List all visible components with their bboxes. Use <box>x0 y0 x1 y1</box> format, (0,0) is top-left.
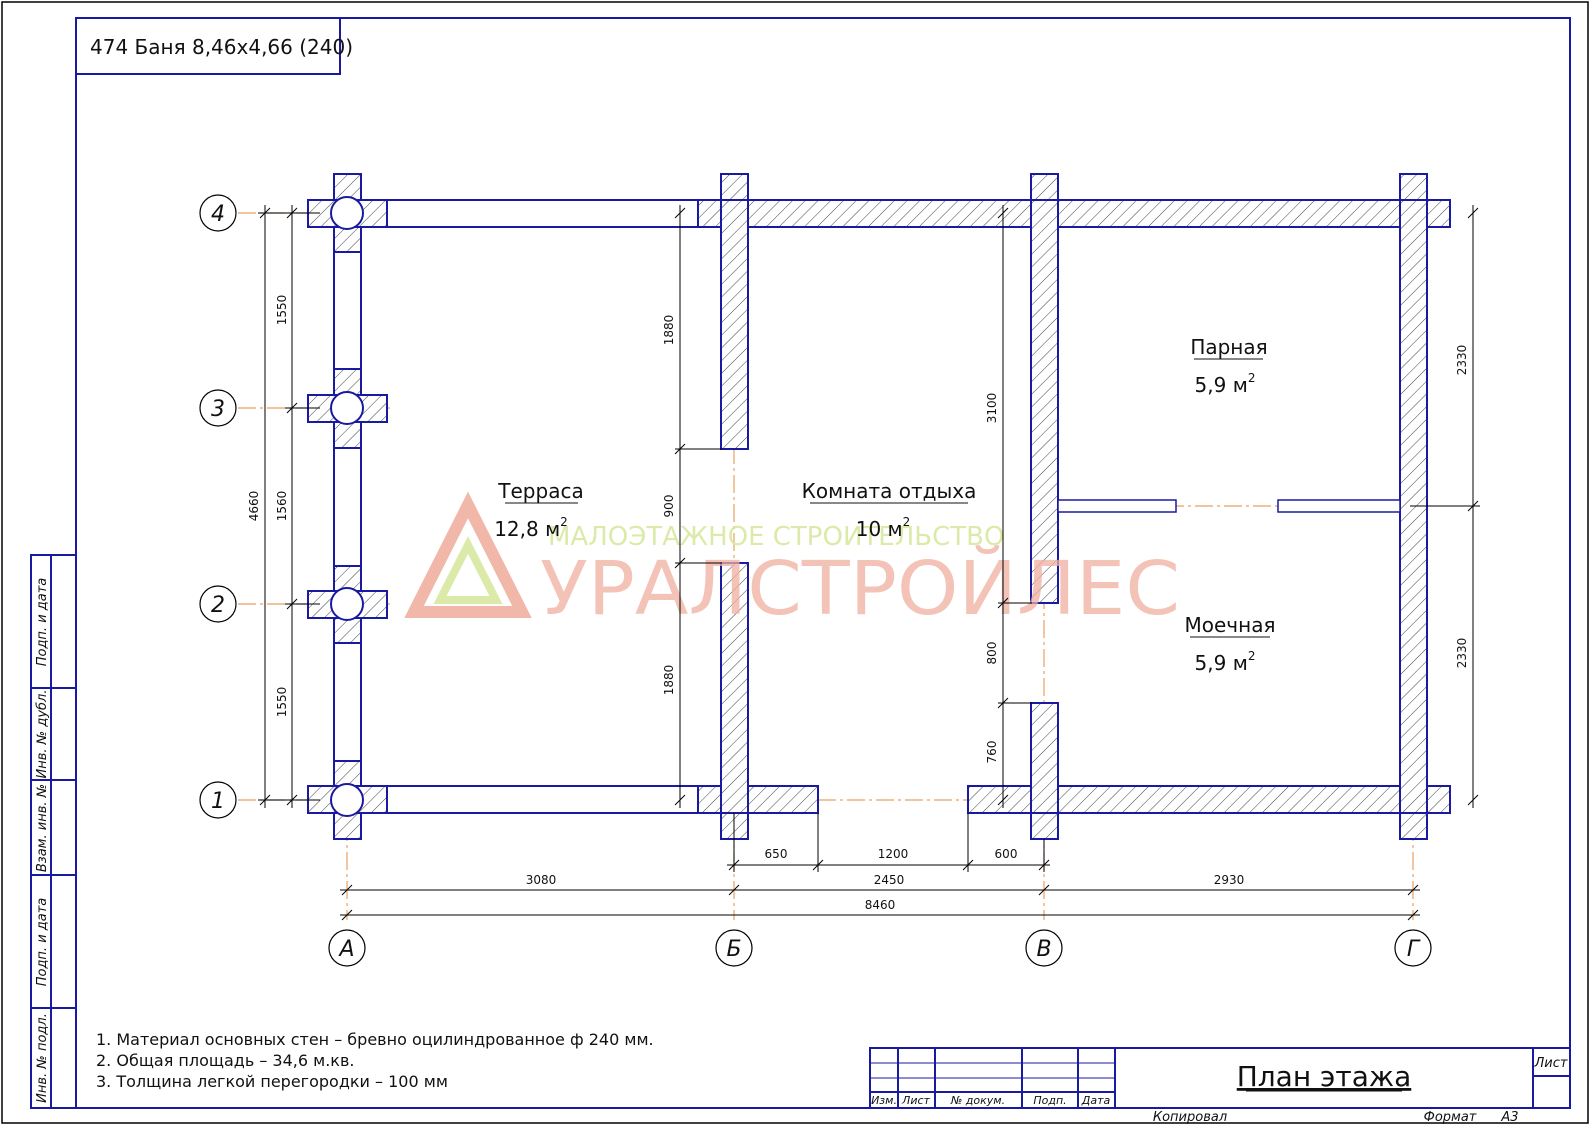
copied-label: Копировал <box>1153 1110 1227 1125</box>
stamp-label-inv-orig: Инв. № подл. <box>35 1013 50 1103</box>
light-partition <box>1057 499 1401 513</box>
dim-bottom-2450: 2450 <box>874 873 905 887</box>
axis-label-b: Б <box>726 937 741 962</box>
axis-label-1: 1 <box>211 789 225 814</box>
watermark-logo <box>404 491 532 618</box>
dim-bottom-2930: 2930 <box>1214 873 1245 887</box>
axis-label-3: 3 <box>211 397 225 422</box>
col-doc-no: № докум. <box>950 1094 1005 1107</box>
post-3 <box>307 368 388 449</box>
note-1: 1. Материал основных стен – бревно оцили… <box>96 1030 654 1049</box>
side-stamp <box>30 554 77 1109</box>
stamp-label-replace-inv: Взам. инв. № <box>35 784 50 872</box>
dim-bottom-600: 600 <box>995 847 1018 861</box>
dim-right-top: 2330 <box>1455 345 1469 376</box>
wall-v-upper <box>1030 199 1059 604</box>
axis-label-2: 2 <box>211 593 225 618</box>
wall-v-lower <box>1030 702 1059 814</box>
room-wash-area: 5,9 м2 <box>1195 649 1256 675</box>
post-4 <box>307 173 388 253</box>
post-2 <box>307 565 388 644</box>
walls <box>697 173 1451 840</box>
watermark-subtitle: МАЛОЭТАЖНОЕ СТРОИТЕЛЬСТВО <box>548 522 1004 552</box>
axis-bubbles <box>199 194 1432 967</box>
dim-v-bottom: 760 <box>985 741 999 764</box>
room-terrace-area: 12,8 м2 <box>494 515 568 541</box>
room-steam-name: Парная <box>1190 335 1267 359</box>
room-steam-area: 5,9 м2 <box>1195 371 1256 397</box>
note-3: 3. Толщина легкой перегородки – 100 мм <box>96 1072 448 1091</box>
col-date: Дата <box>1081 1094 1111 1107</box>
dim-v-top: 3100 <box>985 393 999 424</box>
wall-bottom-left <box>697 785 819 814</box>
room-terrace-name: Терраса <box>497 479 583 503</box>
project-title: 474 Баня 8,46х4,66 (240) <box>90 35 353 59</box>
sheet-title: План этажа <box>1237 1060 1412 1093</box>
axis-label-v: В <box>1036 937 1051 962</box>
note-2: 2. Общая площадь – 34,6 м.кв. <box>96 1051 354 1070</box>
dim-b-opening: 900 <box>662 495 676 518</box>
room-rest-name: Комната отдыха <box>802 479 977 503</box>
dim-b-top: 1880 <box>662 315 676 346</box>
col-change: Изм. <box>871 1094 897 1107</box>
wall-b-upper <box>720 199 749 450</box>
room-wash-name: Моечная <box>1185 613 1276 637</box>
wall-top <box>697 199 1451 228</box>
format-label: Формат <box>1424 1110 1477 1125</box>
dimension-lines <box>258 205 1480 921</box>
watermark-brand: УРАЛСТРОЙЛЕС <box>540 544 1180 632</box>
format-value: А3 <box>1500 1110 1518 1125</box>
post-1 <box>307 760 388 840</box>
sheet-label: Лист <box>1534 1056 1568 1071</box>
col-sheet: Лист <box>901 1094 930 1107</box>
col-sign: Подп. <box>1033 1094 1066 1107</box>
dim-left-1-2: 1550 <box>275 687 289 718</box>
dim-v-opening: 800 <box>985 642 999 665</box>
dim-bottom-650: 650 <box>765 847 788 861</box>
dim-bottom-total: 8460 <box>865 898 896 912</box>
project-title-box <box>75 17 341 75</box>
dim-left-total: 4660 <box>247 491 261 522</box>
dim-left-3-4: 1550 <box>275 295 289 326</box>
terrace-rails <box>333 199 699 814</box>
stamp-label-sign-date-2: Подп. и дата <box>35 898 50 987</box>
stamp-label-sign-date-1: Подп. и дата <box>35 578 50 667</box>
terrace-posts <box>307 173 388 840</box>
dim-bottom-1200: 1200 <box>878 847 909 861</box>
title-block <box>869 1047 1571 1109</box>
dim-left-2-3: 1560 <box>275 491 289 522</box>
axis-label-4: 4 <box>211 202 225 227</box>
dim-b-bottom: 1880 <box>662 665 676 696</box>
wall-b-lower <box>720 562 749 814</box>
axis-label-g: Г <box>1407 937 1421 962</box>
dim-bottom-3080: 3080 <box>526 873 557 887</box>
stamp-label-inv-dup: Инв. № дубл. <box>35 690 50 779</box>
dim-right-bottom: 2330 <box>1455 638 1469 669</box>
room-rest-area: 10 м2 <box>856 515 911 541</box>
axis-label-a: А <box>337 937 354 962</box>
